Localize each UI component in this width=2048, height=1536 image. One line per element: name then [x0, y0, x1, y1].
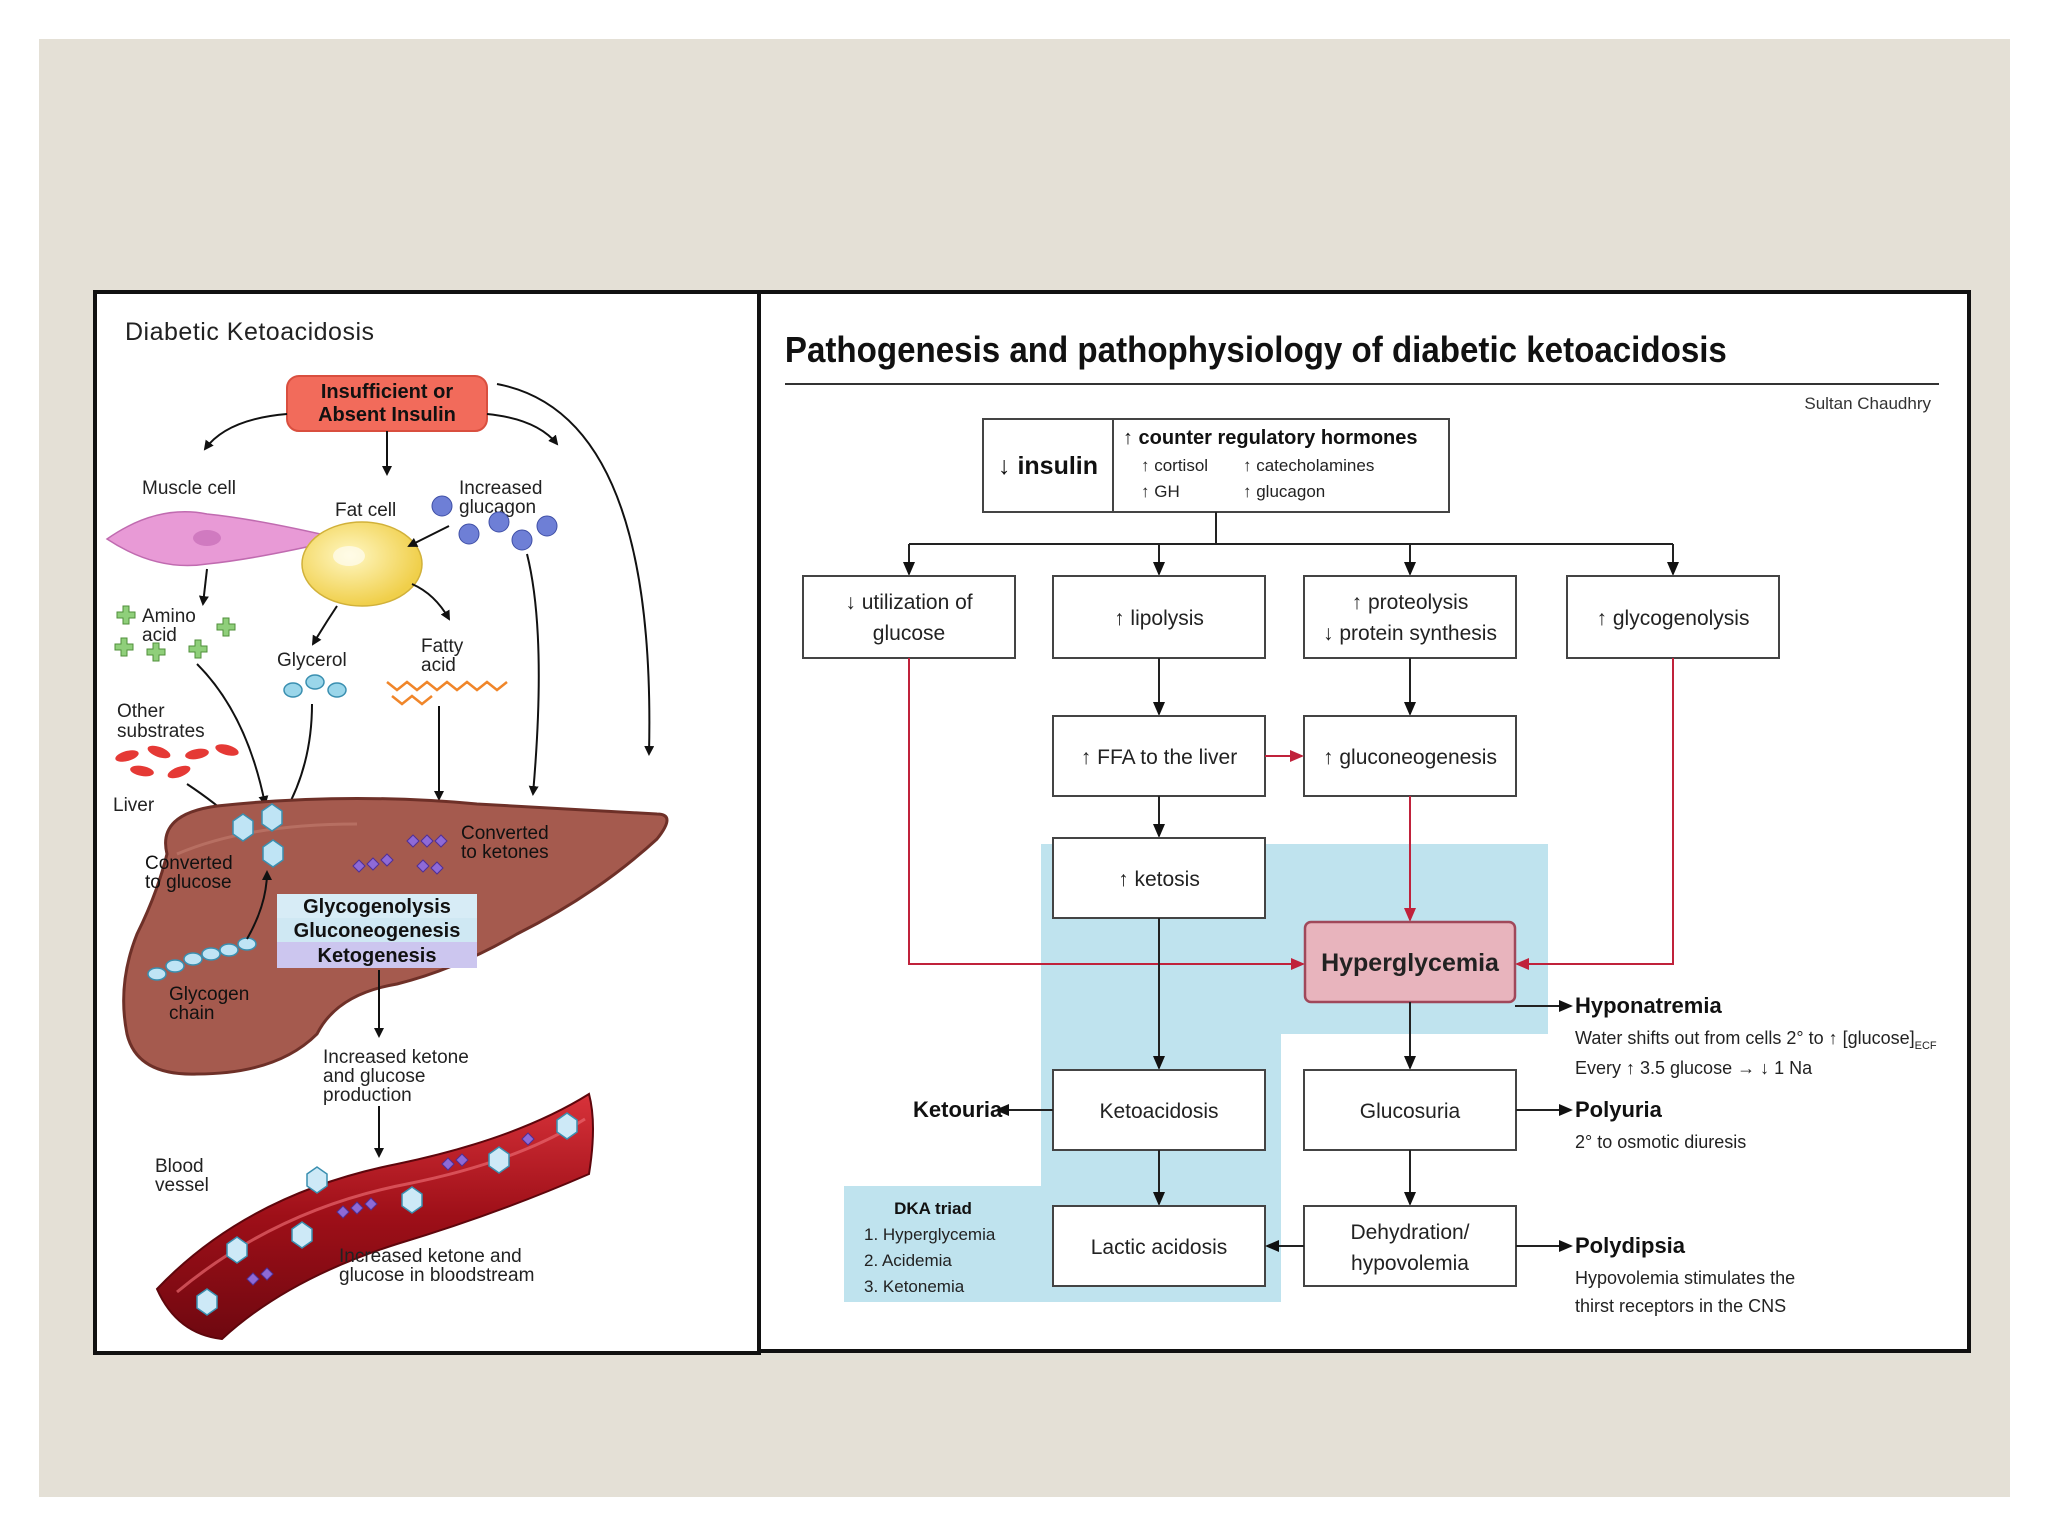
dka-illustration-panel: Diabetic Ketoacidosis Insufficient or Ab… — [93, 290, 761, 1355]
hyponatremia-desc-1-text: Water shifts out from cells 2° to ↑ [glu… — [1575, 1028, 1915, 1048]
bloodstream-ketone-molecules — [246, 1132, 535, 1286]
illustration-title: Diabetic Ketoacidosis — [125, 318, 375, 346]
ffa-label: ↑ FFA to the liver — [1081, 746, 1237, 769]
glycogenolysis-box — [1566, 575, 1780, 659]
fatty-acid-label-1: Fatty — [421, 636, 464, 657]
glycogenolysis-band — [277, 894, 477, 918]
production-label-1: Increased ketone — [323, 1047, 469, 1068]
hyponatremia-desc-1-sub: ECF — [1915, 1040, 1937, 1052]
gluconeogenesis-band — [277, 918, 477, 942]
counter-regulatory-header: ↑ counter regulatory hormones — [1123, 427, 1418, 449]
root-line-1: Insufficient or — [321, 381, 453, 403]
other-substrates-label-1: Other — [117, 701, 165, 722]
production-label-2: and glucose — [323, 1066, 425, 1087]
dka-flowchart-panel: Pathogenesis and pathophysiology of diab… — [757, 290, 1971, 1353]
glycogen-chain-label-2: chain — [169, 1003, 214, 1024]
utilization-line-2: glucose — [873, 622, 945, 645]
converted-to-ketones-label-1: Converted — [461, 823, 549, 844]
hyponatremia-label: Hyponatremia — [1575, 993, 1722, 1018]
glucose-molecules-liver — [232, 803, 284, 868]
converted-to-glucose-label-1: Converted — [145, 853, 233, 874]
muscle-cell-label: Muscle cell — [142, 478, 236, 499]
process-gluconeogenesis: Gluconeogenesis — [294, 920, 461, 942]
proteolysis-line-2: ↓ protein synthesis — [1323, 622, 1497, 645]
amino-acid-molecules — [114, 605, 236, 662]
dehydration-line-2: hypovolemia — [1351, 1252, 1469, 1275]
ketoacidosis-label: Ketoacidosis — [1099, 1100, 1218, 1123]
utilization-line-1: ↓ utilization of — [845, 591, 972, 614]
glycerol-molecules — [283, 674, 347, 698]
ketoacidosis-box — [1052, 1069, 1266, 1151]
process-glycogenolysis: Glycogenolysis — [303, 896, 451, 918]
process-ketogenesis: Ketogenesis — [318, 945, 437, 967]
hormone-glucagon: ↑ glucagon — [1243, 482, 1325, 501]
converted-to-ketones-label-2: to ketones — [461, 842, 549, 863]
hormone-catecholamines: ↑ catecholamines — [1243, 456, 1374, 475]
bloodstream-label-2: glucose in bloodstream — [339, 1265, 534, 1286]
fat-cell-label: Fat cell — [335, 500, 396, 521]
increased-glucagon-label-1: Increased — [459, 478, 542, 499]
ketone-molecules-liver — [352, 834, 448, 875]
polydipsia-desc-2: thirst receptors in the CNS — [1575, 1296, 1786, 1316]
other-substrate-molecules — [115, 744, 239, 779]
polyuria-label: Polyuria — [1575, 1097, 1663, 1122]
fatty-acid-chain-2 — [391, 694, 433, 706]
dka-triad-title: DKA triad — [894, 1199, 972, 1218]
utilization-box — [802, 575, 1016, 659]
production-label-3: production — [323, 1085, 412, 1106]
dka-triad-item-3: 3. Ketonemia — [864, 1277, 965, 1296]
author-name: Sultan Chaudhry — [1804, 394, 1931, 413]
dka-illustration: Diabetic Ketoacidosis Insufficient or Ab… — [105, 318, 669, 1341]
converted-to-glucose-label-2: to glucose — [145, 872, 232, 893]
dehydration-line-1: Dehydration/ — [1350, 1221, 1469, 1244]
polydipsia-label: Polydipsia — [1575, 1233, 1686, 1258]
hyponatremia-desc-2: Every ↑ 3.5 glucose → ↓ 1 Na — [1575, 1058, 1813, 1078]
flowchart-title: Pathogenesis and pathophysiology of diab… — [785, 331, 1727, 371]
fat-cell-shape — [301, 521, 423, 607]
gluconeogenesis-box — [1303, 715, 1517, 797]
bloodstream-label-1: Increased ketone and — [339, 1246, 522, 1267]
liver-label: Liver — [113, 795, 155, 816]
blood-vessel-shape — [155, 1092, 594, 1341]
fatty-acid-chain-1 — [386, 680, 508, 692]
lactic-acidosis-label: Lactic acidosis — [1091, 1236, 1228, 1259]
lipolysis-label: ↑ lipolysis — [1114, 607, 1204, 630]
ketouria-label: Ketouria — [913, 1097, 1003, 1122]
glucosuria-box — [1303, 1069, 1517, 1151]
insulin-label: ↓ insulin — [998, 452, 1098, 480]
dehydration-box — [1303, 1205, 1517, 1287]
glycogenolysis-label: ↑ glycogenolysis — [1597, 607, 1750, 630]
glucagon-molecules — [431, 495, 558, 551]
polydipsia-desc-1: Hypovolemia stimulates the — [1575, 1268, 1795, 1288]
dka-triad-item-1: 1. Hyperglycemia — [864, 1225, 996, 1244]
hormone-gh: ↑ GH — [1141, 482, 1180, 501]
increased-glucagon-label-2: glucagon — [459, 497, 536, 518]
bloodstream-glucose-molecules — [196, 1112, 578, 1316]
hormone-cortisol: ↑ cortisol — [1141, 456, 1208, 475]
gluconeogenesis-label: ↑ gluconeogenesis — [1323, 746, 1497, 769]
fatty-acid-label-2: acid — [421, 655, 456, 676]
amino-acid-label-2: acid — [142, 625, 177, 646]
lactic-acidosis-box — [1052, 1205, 1266, 1287]
ketogenesis-band — [277, 942, 477, 968]
glycogen-chain-molecules — [147, 937, 257, 981]
hyperglycemia-label: Hyperglycemia — [1321, 949, 1500, 977]
ketosis-label: ↑ ketosis — [1118, 868, 1200, 891]
polyuria-desc: 2° to osmotic diuresis — [1575, 1132, 1746, 1152]
hyponatremia-desc-1: Water shifts out from cells 2° to ↑ [glu… — [1575, 1028, 1937, 1052]
ketosis-box — [1052, 837, 1266, 919]
glycerol-label: Glycerol — [277, 650, 347, 671]
proteolysis-line-1: ↑ proteolysis — [1352, 591, 1469, 614]
glucosuria-label: Glucosuria — [1360, 1100, 1461, 1123]
dka-flowchart: Pathogenesis and pathophysiology of diab… — [785, 331, 1939, 1316]
dka-triad-item-2: 2. Acidemia — [864, 1251, 952, 1270]
proteolysis-box — [1303, 575, 1517, 659]
blood-vessel-label-2: vessel — [155, 1175, 209, 1196]
lipolysis-box — [1052, 575, 1266, 659]
amino-acid-label-1: Amino — [142, 606, 196, 627]
root-line-2: Absent Insulin — [318, 404, 456, 426]
blood-vessel-label-1: Blood — [155, 1156, 204, 1177]
glycogen-chain-label-1: Glycogen — [169, 984, 249, 1005]
other-substrates-label-2: substrates — [117, 721, 205, 742]
